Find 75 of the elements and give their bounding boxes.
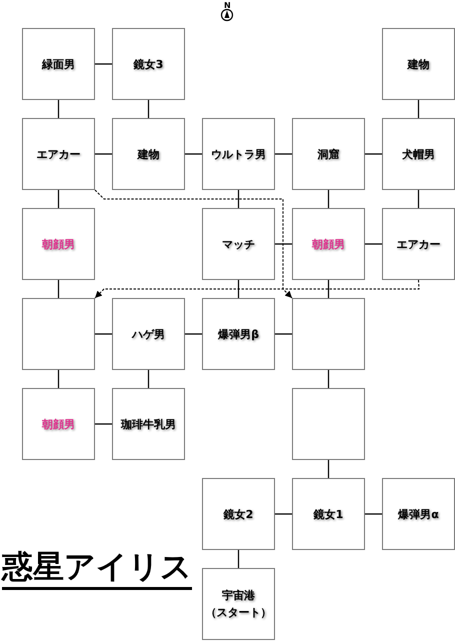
room-name: 鏡女3	[134, 56, 164, 72]
connector-line	[148, 370, 150, 388]
room-name: 鏡女2	[224, 506, 254, 522]
room-box	[22, 118, 95, 190]
connector-line	[58, 370, 60, 388]
connector-line	[275, 333, 292, 335]
room-name: マッチ	[222, 236, 255, 252]
connector-line	[328, 460, 330, 478]
empty-room-box	[292, 388, 365, 460]
room-box	[292, 478, 365, 550]
room-box	[382, 478, 455, 550]
connector-line	[365, 153, 382, 155]
room-name: ハゲ男	[132, 326, 165, 342]
room-name: ウルトラ男	[211, 146, 266, 162]
room-box	[22, 208, 95, 280]
room-box	[202, 568, 275, 640]
connector-line	[238, 190, 240, 208]
room-box	[382, 28, 455, 100]
room-box	[22, 388, 95, 460]
room-box	[202, 478, 275, 550]
dashed-arrow	[94, 280, 420, 298]
room-box	[202, 298, 275, 370]
room-name: 朝顔男	[42, 236, 75, 252]
connector-line	[328, 280, 330, 298]
connector-line	[328, 190, 330, 208]
connector-line	[185, 153, 202, 155]
connector-line	[185, 333, 202, 335]
room-box	[22, 28, 95, 100]
room-name: 珈琲牛乳男	[121, 416, 176, 432]
connector-line	[95, 423, 112, 425]
room-box	[382, 208, 455, 280]
room-name: 朝顔男	[312, 236, 345, 252]
connector-line	[275, 243, 292, 245]
connector-line	[95, 63, 112, 65]
empty-room-box	[22, 298, 95, 370]
room-box	[112, 388, 185, 460]
room-name: エアカー	[396, 236, 440, 252]
room-box	[292, 208, 365, 280]
room-name: 爆弾男α	[398, 506, 439, 522]
connector-line	[58, 190, 60, 208]
connector-line	[365, 243, 382, 245]
room-name: 宇宙港（スタート）	[204, 588, 272, 621]
connector-line	[275, 153, 292, 155]
room-name: 朝顔男	[42, 416, 75, 432]
empty-room-box	[292, 298, 365, 370]
room-name: 洞窟	[318, 146, 340, 162]
connector-line	[58, 280, 60, 298]
connector-line	[365, 513, 382, 515]
north-label: N	[224, 1, 231, 10]
room-box	[292, 118, 365, 190]
room-box	[382, 118, 455, 190]
connector-line	[328, 370, 330, 388]
room-name: 建物	[138, 146, 160, 162]
connector-line	[275, 513, 292, 515]
connector-line	[418, 190, 420, 208]
map-title: 惑星アイリス	[2, 547, 192, 590]
connector-line	[58, 100, 60, 118]
connector-line	[238, 280, 240, 298]
dashed-arrow	[94, 190, 292, 298]
connector-line	[95, 153, 112, 155]
room-box	[112, 118, 185, 190]
room-name: エアカー	[36, 146, 80, 162]
connector-line	[95, 333, 112, 335]
room-name: 建物	[408, 56, 430, 72]
room-name: 爆弾男β	[218, 326, 259, 342]
room-box	[112, 298, 185, 370]
room-box	[202, 118, 275, 190]
room-name: 鏡女1	[314, 506, 344, 522]
room-box	[202, 208, 275, 280]
room-name: 犬帽男	[402, 146, 435, 162]
connector-line	[238, 550, 240, 568]
room-name: 緑面男	[42, 56, 75, 72]
connector-line	[418, 100, 420, 118]
connector-line	[148, 100, 150, 118]
room-box	[112, 28, 185, 100]
